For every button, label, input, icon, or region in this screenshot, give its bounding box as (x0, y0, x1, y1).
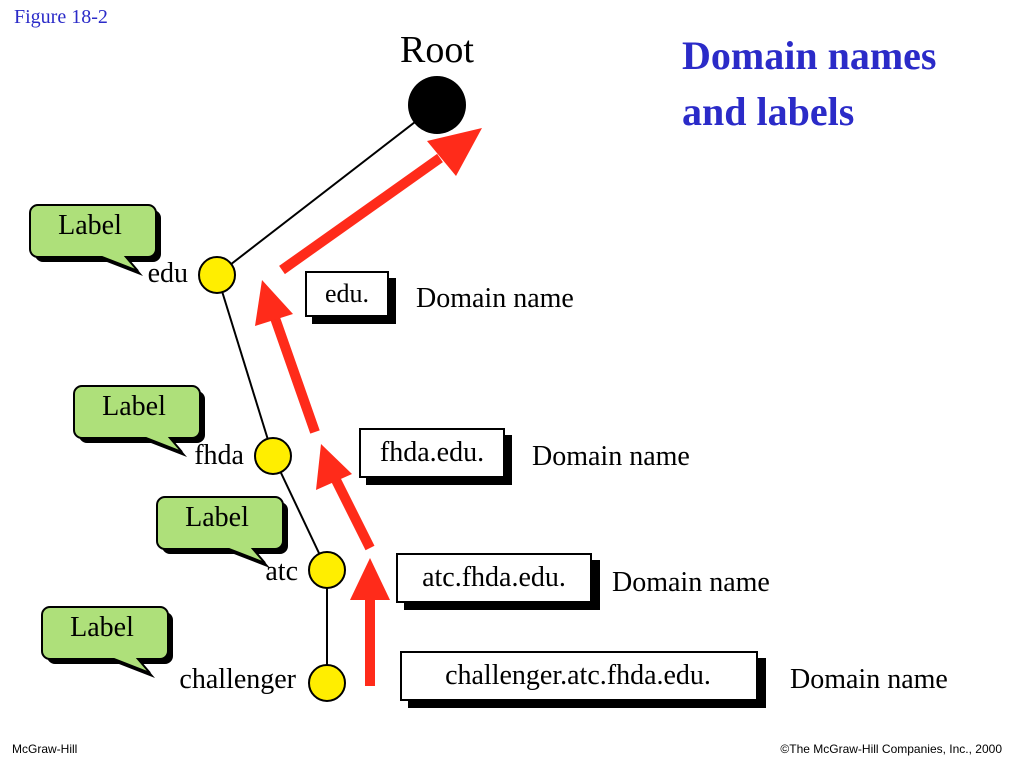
root-label: Root (400, 29, 474, 71)
edge-fhda-atc (272, 455, 328, 571)
domain-box-challenger: challenger.atc.fhda.edu. (400, 651, 766, 708)
slide-title: Domain names and labels (682, 28, 936, 140)
footer-copyright: ©The McGraw-Hill Companies, Inc., 2000 (780, 742, 1002, 756)
domain-box-atc: atc.fhda.edu. (396, 553, 600, 610)
domain-name-label-challenger: Domain name (790, 664, 948, 695)
node-atc (308, 551, 346, 589)
domain-text-challenger: challenger.atc.fhda.edu. (445, 660, 711, 691)
domain-text-atc: atc.fhda.edu. (422, 562, 566, 593)
root-node (408, 76, 466, 134)
node-label-edu: edu (148, 258, 188, 289)
callout-text: Label (58, 210, 122, 241)
arrow-fhda-to-edu (255, 280, 320, 434)
footer-publisher: McGraw-Hill (12, 742, 78, 756)
node-fhda (254, 437, 292, 475)
callout-label-atc: Label (156, 496, 288, 568)
node-challenger (308, 664, 346, 702)
arrow-challenger-to-atc (350, 558, 390, 686)
domain-name-label-fhda: Domain name (532, 441, 690, 472)
callout-text: Label (70, 612, 134, 643)
domain-name-label-atc: Domain name (612, 567, 770, 598)
edge-root-edu (216, 104, 438, 276)
callout-text: Label (185, 502, 249, 533)
title-line-1: Domain names (682, 33, 937, 78)
node-label-challenger: challenger (179, 664, 296, 695)
domain-box-edu: edu. (305, 271, 396, 324)
callout-label-fhda: Label (73, 385, 205, 457)
title-line-2: and labels (682, 89, 855, 134)
domain-text-fhda: fhda.edu. (380, 437, 484, 468)
domain-name-label-edu: Domain name (416, 283, 574, 314)
arrow-atc-to-fhda (316, 444, 375, 551)
node-label-fhda: fhda (194, 440, 244, 471)
domain-box-fhda: fhda.edu. (359, 428, 512, 485)
arrow-edu-to-root (279, 128, 482, 275)
callout-text: Label (102, 391, 166, 422)
figure-label: Figure 18-2 (14, 6, 108, 28)
edge-edu-fhda (216, 274, 274, 457)
node-label-atc: atc (265, 556, 298, 587)
node-edu (198, 256, 236, 294)
callout-label-edu: Label (29, 204, 161, 276)
domain-text-edu: edu. (325, 279, 369, 308)
callout-label-challenger: Label (41, 606, 173, 678)
